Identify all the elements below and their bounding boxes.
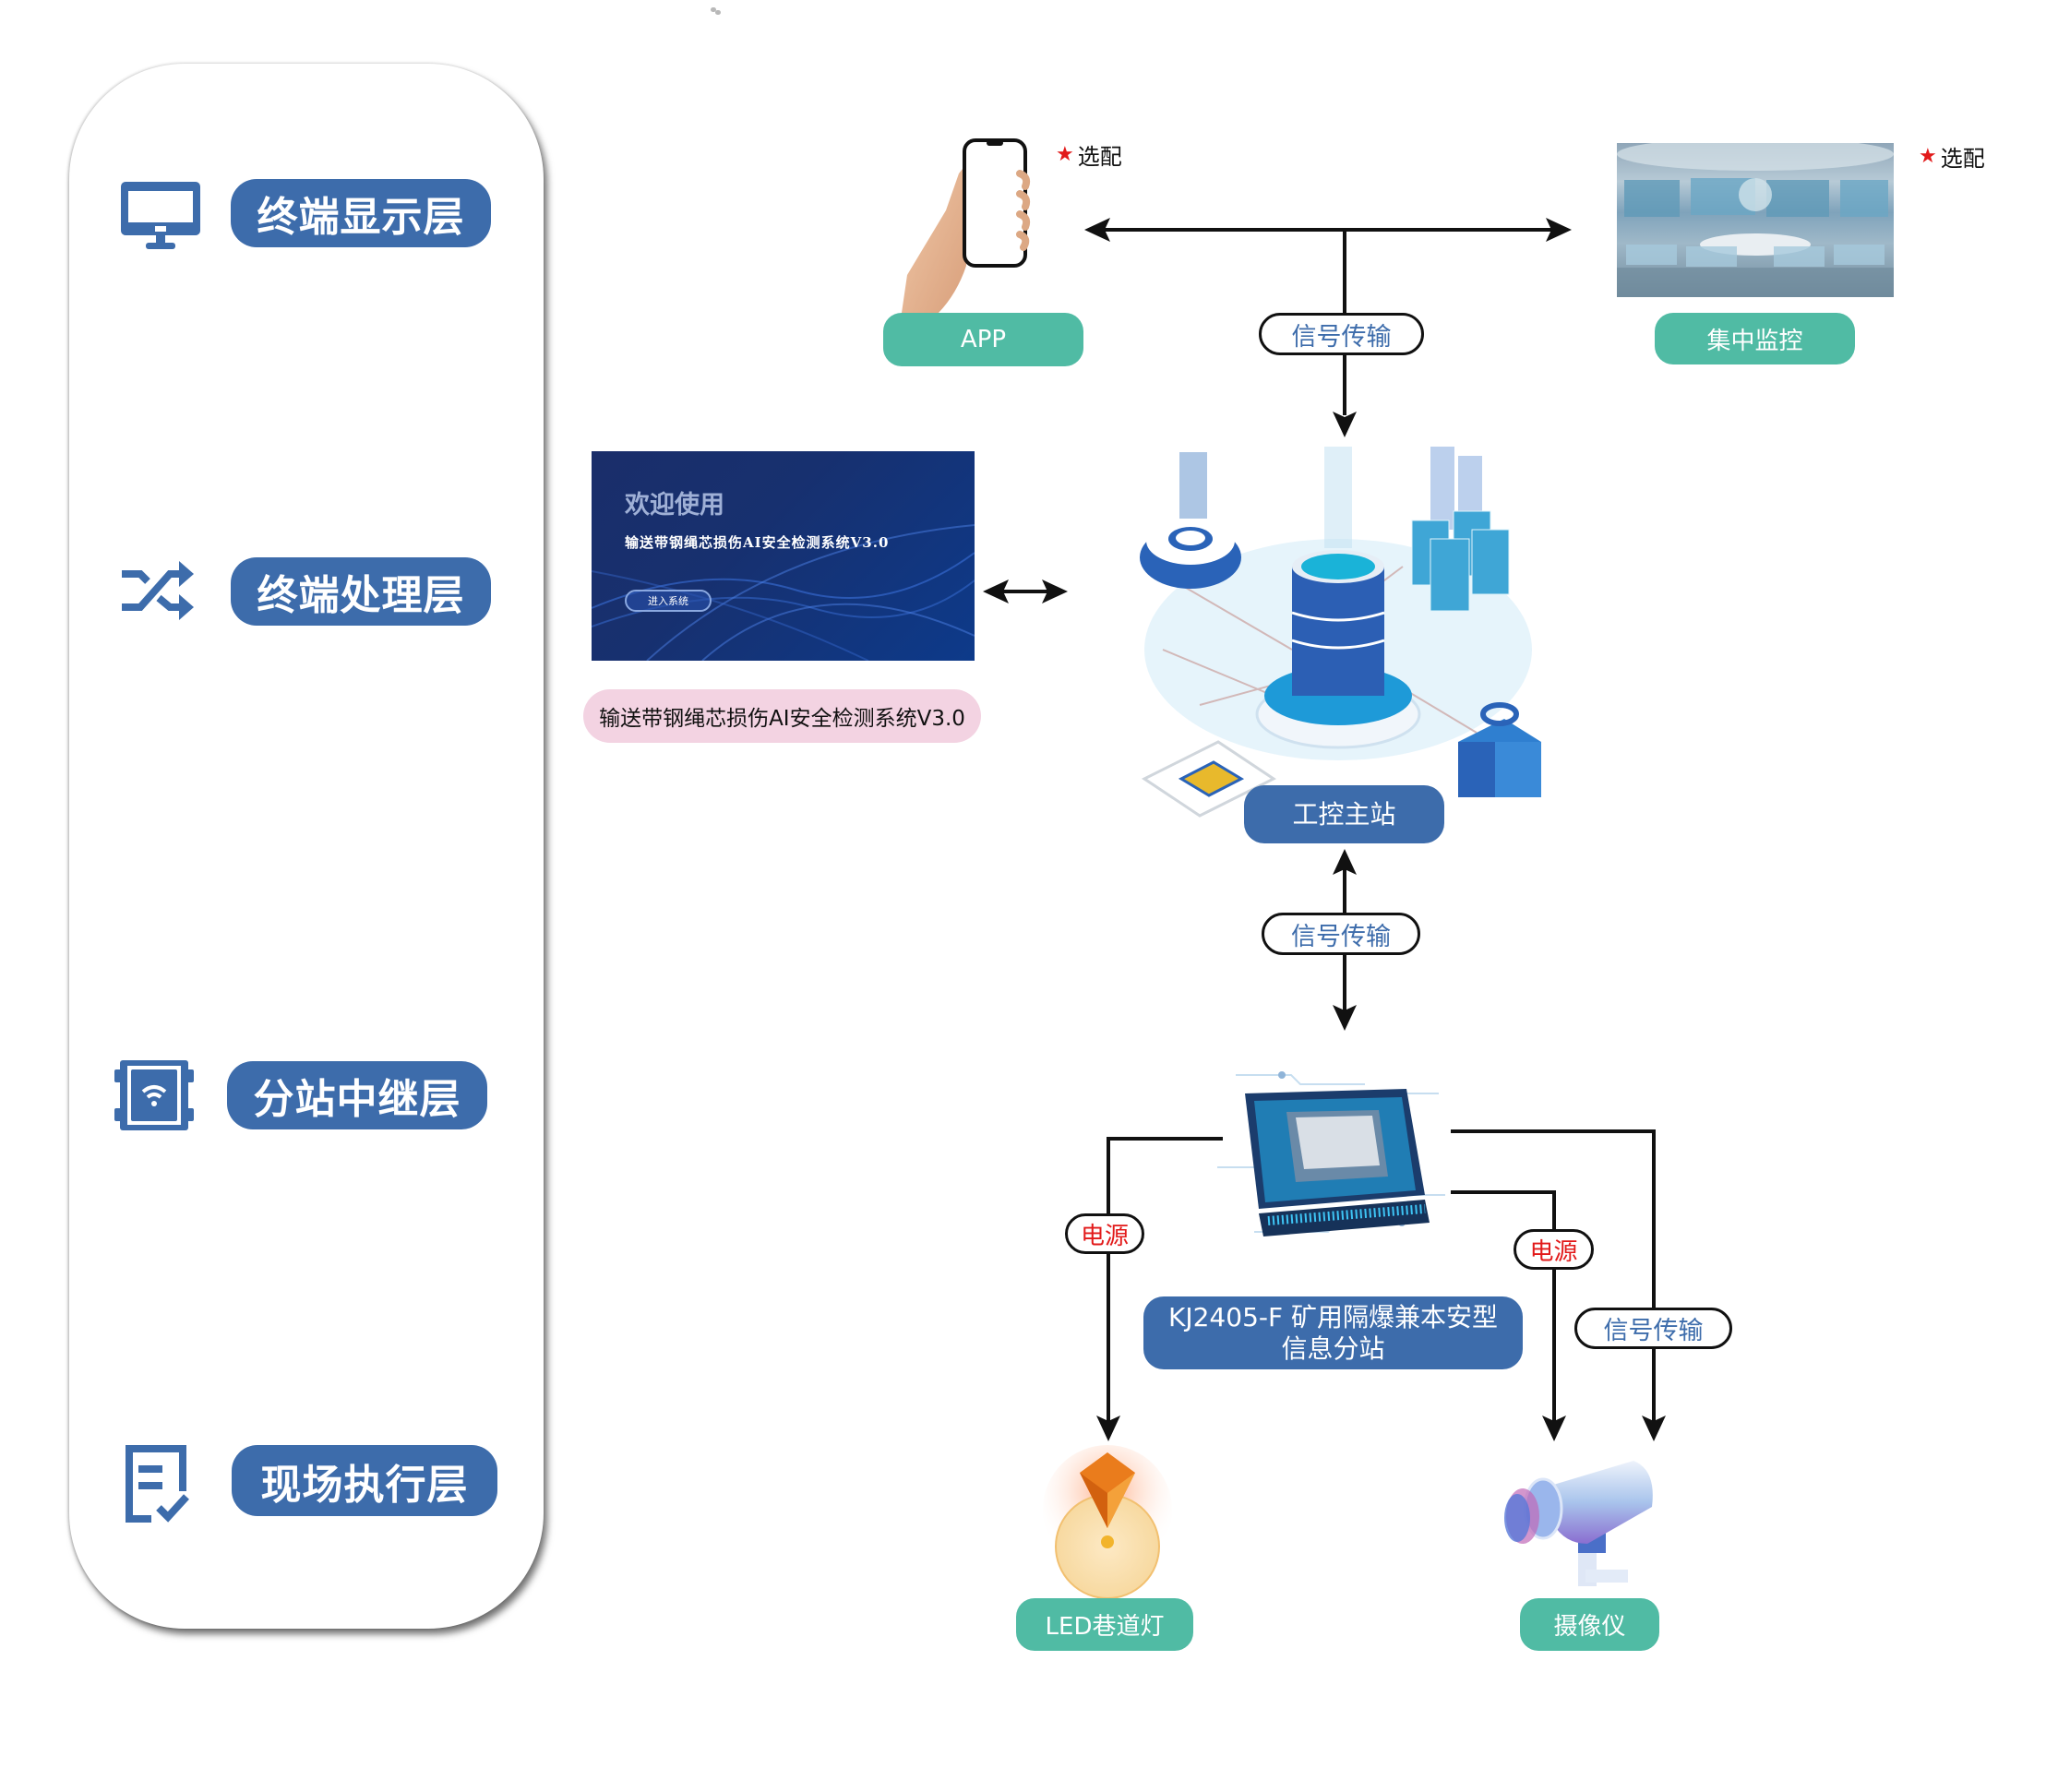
power-tag-left: 电源 — [1065, 1213, 1144, 1254]
master-station-label: 工控主站 — [1244, 785, 1444, 843]
substation-label-line1: KJ2405-F 矿用隔爆兼本安型 — [1168, 1301, 1498, 1332]
arrow-left-to-app — [1084, 218, 1110, 242]
arrow-down-to-led — [1096, 1416, 1120, 1441]
screen-system-title: 输送带钢绳芯损伤AI安全检测系统V3.0 — [625, 534, 890, 551]
arrow-down-to-master — [1333, 412, 1357, 437]
stray-mark — [711, 7, 722, 15]
central-monitoring-label: 集中监控 — [1655, 313, 1855, 364]
arrow-down-to-camera-signal — [1642, 1416, 1666, 1441]
arrow-down-to-substation — [1333, 1005, 1357, 1031]
signal-transmission-top: 信号传输 — [1259, 313, 1424, 355]
optional-tag-central: ★ 选配 — [1919, 140, 1985, 173]
software-label: 输送带钢绳芯损伤AI安全检测系统V3.0 — [583, 689, 981, 743]
led-lamp-label: LED巷道灯 — [1016, 1598, 1193, 1651]
substation-label-line2: 信息分站 — [1281, 1332, 1385, 1364]
monitor-icon — [119, 180, 202, 263]
arrow-down-to-camera-power — [1542, 1416, 1566, 1441]
master-station-illustration — [1107, 437, 1572, 829]
shuffle-icon — [118, 554, 201, 637]
arrow-right-to-central — [1546, 218, 1572, 242]
camera-label: 摄像仪 — [1520, 1598, 1659, 1651]
signal-line-camera — [1451, 1129, 1656, 1421]
arrow-right-to-master — [1042, 579, 1068, 603]
layer-panel — [69, 64, 544, 1629]
arrow-left-to-software — [983, 579, 1009, 603]
wifi-box-icon — [113, 1057, 196, 1140]
signal-transmission-right: 信号传输 — [1574, 1308, 1732, 1349]
camera-icon — [1486, 1452, 1661, 1590]
app-label: APP — [883, 313, 1083, 366]
optional-label: 选配 — [1940, 146, 1985, 172]
power-tag-right: 电源 — [1514, 1229, 1594, 1270]
optional-label: 选配 — [1077, 144, 1122, 170]
star-icon: ★ — [1056, 143, 1074, 166]
layer-display: 终端显示层 — [231, 179, 491, 247]
power-line-led — [1107, 1137, 1223, 1421]
optional-tag-app: ★ 选配 — [1056, 138, 1122, 171]
layer-processing: 终端处理层 — [231, 557, 491, 626]
phone-in-hand-image — [902, 137, 1035, 313]
substation-label: KJ2405-F 矿用隔爆兼本安型 信息分站 — [1143, 1296, 1523, 1369]
signal-transmission-middle: 信号传输 — [1262, 913, 1420, 955]
substation-chip-image — [1217, 1057, 1445, 1247]
arrow-up-to-master — [1333, 849, 1357, 875]
software-screenshot: 欢迎使用 输送带钢绳芯损伤AI安全检测系统V3.0 进入系统 — [592, 451, 975, 661]
led-lamp-icon — [1024, 1445, 1191, 1602]
enter-system-button: 进入系统 — [625, 590, 712, 612]
screen-welcome-text: 欢迎使用 — [625, 491, 724, 520]
layer-substation: 分站中继层 — [227, 1061, 487, 1129]
star-icon: ★ — [1919, 145, 1937, 168]
layer-field: 现场执行层 — [232, 1445, 497, 1516]
control-room-image — [1617, 143, 1894, 297]
checklist-icon — [122, 1445, 205, 1528]
